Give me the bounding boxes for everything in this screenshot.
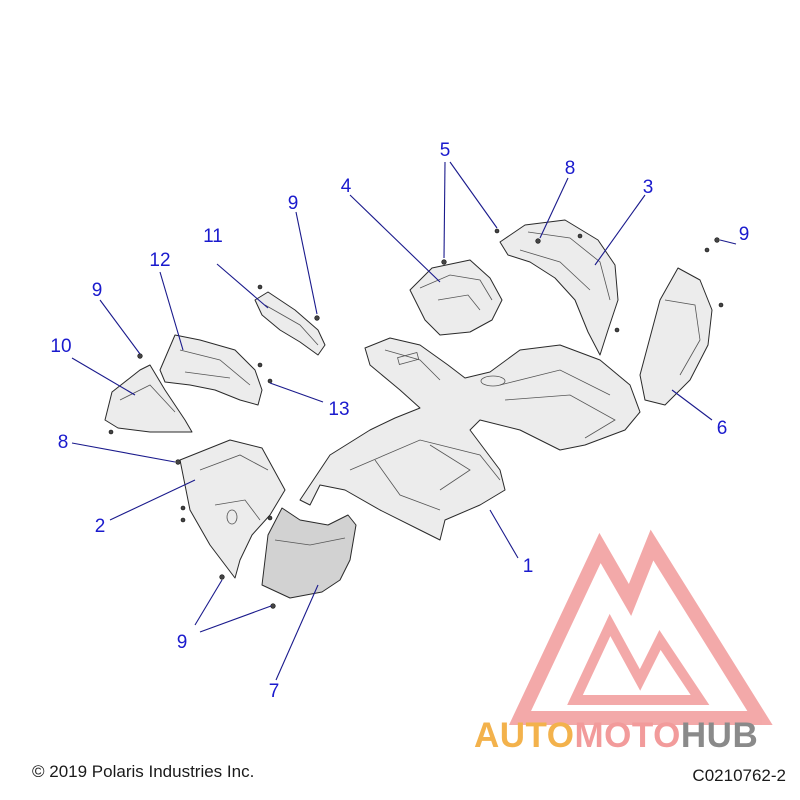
callout-9-right: 9	[739, 224, 750, 245]
part-12-panel	[159, 334, 263, 406]
callout-12: 12	[149, 250, 170, 271]
callout-5: 5	[440, 140, 451, 161]
callout-7: 7	[269, 681, 280, 702]
part-10-panel	[104, 364, 193, 433]
part-11-bracket	[254, 291, 326, 356]
part-1-floor	[299, 337, 641, 541]
callout-11: 11	[203, 226, 223, 247]
callout-4: 4	[341, 176, 352, 197]
callout-9-left: 9	[92, 280, 103, 301]
leader-lines	[71, 161, 737, 681]
callout-8-top: 8	[565, 158, 576, 179]
brand-auto: AUTO	[474, 716, 575, 755]
callout-13: 13	[328, 399, 349, 420]
brand-hub: HUB	[680, 716, 759, 755]
part-3-fender	[499, 219, 619, 356]
brand-moto: MOTO	[574, 716, 681, 755]
part-4-console	[409, 259, 503, 336]
callout-9-bottom: 9	[177, 632, 188, 653]
part-6-panel	[639, 267, 713, 406]
callout-8-left: 8	[58, 432, 69, 453]
part-7-panel	[261, 507, 357, 599]
callout-6: 6	[717, 418, 728, 439]
watermark-logo-icon	[508, 529, 773, 725]
callouts: 1 2 3 4 5 6 7 8 8 9 9 9 9 10 11 12 13	[50, 140, 749, 702]
callout-10: 10	[50, 336, 71, 357]
watermark-brand: AUTOMOTOHUB	[474, 716, 758, 756]
callout-2: 2	[95, 516, 106, 537]
diagram-code: C0210762-2	[692, 766, 786, 785]
callout-3: 3	[643, 177, 654, 198]
callout-9-top: 9	[288, 193, 299, 214]
part-2-panel	[179, 439, 286, 579]
copyright-text: © 2019 Polaris Industries Inc.	[32, 762, 255, 781]
callout-1: 1	[523, 556, 534, 577]
fasteners	[108, 228, 724, 609]
